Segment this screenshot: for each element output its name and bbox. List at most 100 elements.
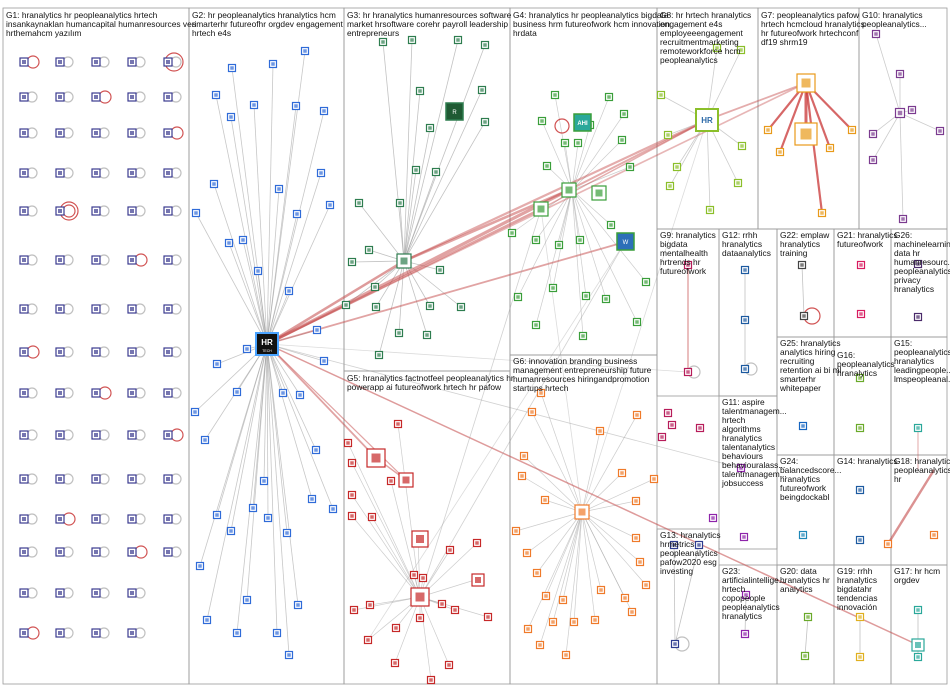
graph-node-avatar — [212, 182, 216, 186]
graph-node-avatar — [400, 257, 408, 265]
graph-node-avatar — [715, 46, 719, 50]
graph-edge — [535, 189, 573, 241]
group-label-line: hrdata — [513, 28, 537, 38]
graph-edge — [266, 110, 325, 345]
graph-node-avatar — [203, 438, 207, 442]
graph-node-avatar — [166, 131, 170, 135]
graph-edge — [403, 39, 459, 262]
graph-node-avatar — [130, 258, 134, 262]
group-label-line: recruiting — [780, 356, 815, 366]
graph-node-avatar — [572, 620, 576, 624]
graph-node-avatar — [214, 93, 218, 97]
graph-edge — [571, 189, 647, 283]
graph-node-avatar — [377, 353, 381, 357]
graph-node-avatar — [565, 186, 573, 194]
graph-node-avatar — [350, 260, 354, 264]
graph-node-avatar — [241, 238, 245, 242]
graph-node-avatar — [22, 307, 26, 311]
g4-blue-node[interactable]: W — [616, 232, 635, 251]
graph-node-avatar — [434, 170, 438, 174]
group-label-line: innovación — [837, 602, 877, 612]
graph-node-avatar — [525, 551, 529, 555]
g3-badge-node[interactable]: R — [445, 102, 464, 121]
graph-node-avatar — [871, 158, 875, 162]
hr-tech-hub-sublabel: TECH — [262, 349, 272, 353]
graph-edge — [801, 264, 805, 317]
graph-node-avatar — [22, 131, 26, 135]
graph-node-avatar — [130, 131, 134, 135]
hub-nodes: HR TECH AHI HR W R — [255, 102, 719, 356]
graph-node-avatar — [828, 146, 832, 150]
graph-node-avatar — [538, 643, 542, 647]
graph-node-avatar — [916, 262, 920, 266]
group-label-line: G16: — [837, 350, 855, 360]
graph-edge — [403, 119, 708, 262]
graph-node-avatar — [371, 453, 381, 463]
hr-tech-hub-node[interactable]: HR TECH — [255, 332, 279, 356]
g4-blue-label: W — [623, 240, 629, 246]
graph-node-avatar — [303, 49, 307, 53]
group-label-line: df19 shrm19 — [761, 37, 808, 47]
group-label-g4: G4: hranalytics hr peopleanalytics bigda… — [513, 10, 670, 38]
self-loop-edge — [98, 90, 112, 104]
graph-edge — [744, 594, 747, 635]
graph-edge — [552, 189, 573, 289]
graph-node-avatar — [544, 594, 548, 598]
graph-node-avatar — [858, 376, 862, 380]
graph-edge — [266, 343, 689, 373]
graph-node-avatar — [607, 95, 611, 99]
graph-node-avatar — [94, 350, 98, 354]
graph-node-avatar — [130, 60, 134, 64]
graph-node-avatar — [578, 508, 586, 516]
graph-node-avatar — [193, 410, 197, 414]
group-label-line: behaviouralass... — [722, 460, 785, 470]
group-label-line: G26: — [894, 230, 912, 240]
group-label-line: hr futureofwork hrtechconf — [761, 28, 859, 38]
graph-node-avatar — [22, 631, 26, 635]
graph-node-avatar — [281, 391, 285, 395]
graph-node-avatar — [205, 618, 209, 622]
group-label-line: beingdockabl — [780, 492, 829, 502]
graph-node-avatar — [414, 168, 418, 172]
graph-node-avatar — [516, 295, 520, 299]
group-label-line: humanresourc... — [894, 257, 950, 267]
graph-edge — [242, 239, 268, 345]
group-label-line: hranalytics — [894, 284, 934, 294]
graph-node-avatar — [584, 294, 588, 298]
graph-node-avatar — [130, 171, 134, 175]
graph-node-avatar — [668, 184, 672, 188]
group-label-line: behaviours — [722, 451, 763, 461]
graph-node-avatar — [394, 626, 398, 630]
graph-node-avatar — [416, 535, 424, 543]
graph-node-avatar — [897, 110, 903, 116]
graph-edge — [571, 142, 579, 191]
graph-node-avatar — [510, 231, 514, 235]
g4-ahi-node[interactable]: AHI — [573, 113, 592, 132]
group-label-line: artificialintellige... — [722, 575, 786, 585]
graph-node-avatar — [397, 331, 401, 335]
group-label-line: peopleanalytics... — [862, 19, 927, 29]
graph-node-avatar — [215, 362, 219, 366]
g8-hr-node[interactable]: HR — [695, 108, 719, 132]
graph-edge — [213, 183, 268, 345]
graph-node-avatar — [166, 209, 170, 213]
group-label-line: peopleanalytics — [894, 465, 950, 475]
graph-edge — [253, 104, 268, 345]
graph-node-avatar — [130, 591, 134, 595]
graph-node-avatar — [130, 433, 134, 437]
graph-node-avatar — [743, 632, 747, 636]
graph-node-avatar — [215, 513, 219, 517]
graph-node-avatar — [357, 201, 361, 205]
graph-node-avatar — [551, 286, 555, 290]
graph-edge — [199, 343, 268, 567]
graph-node-avatar — [740, 144, 744, 148]
graph-node-avatar — [898, 72, 902, 76]
graph-node-avatar — [736, 181, 740, 185]
graph-node-avatar — [367, 248, 371, 252]
graph-node-avatar — [475, 541, 479, 545]
group-label-line: G17: hr hcm — [894, 566, 940, 576]
group-label-line: G18: hranalytics — [894, 456, 950, 466]
graph-edge — [581, 511, 602, 591]
